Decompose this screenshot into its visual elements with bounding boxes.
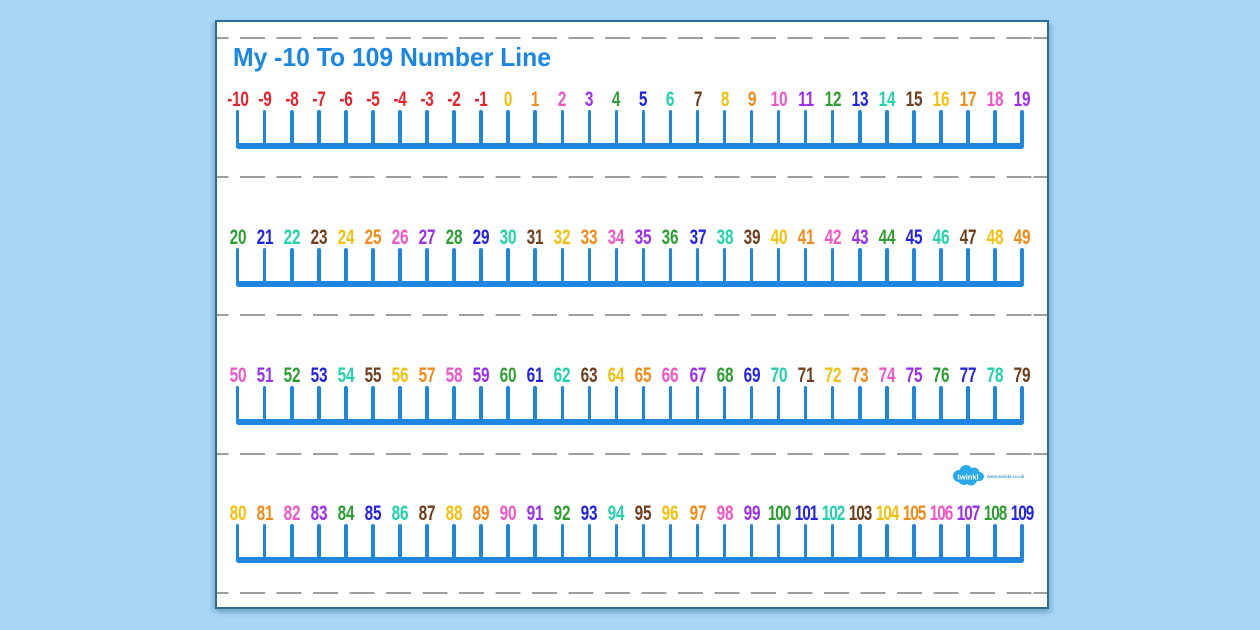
svg-text:twinkl: twinkl <box>957 473 978 482</box>
